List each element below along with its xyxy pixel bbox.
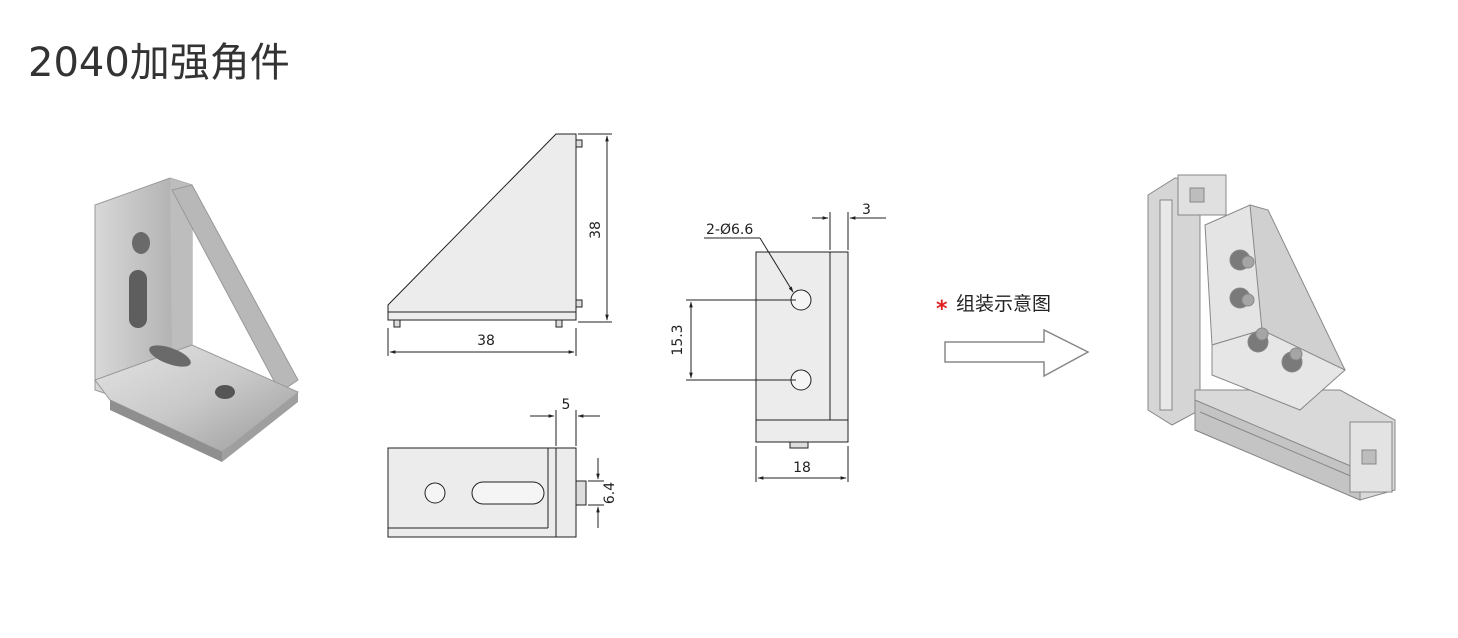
dim-thickness: 3 <box>862 202 871 218</box>
dim-bottom-height: 6.4 <box>602 482 618 504</box>
page-title: 2040加强角件 <box>28 40 290 86</box>
bottom-dimensions <box>530 410 604 528</box>
dim-hole-spacing: 15.3 <box>670 324 686 355</box>
assembly-illustration <box>1147 174 1396 501</box>
bracket-3d-image <box>94 177 299 462</box>
assembly-label: 组装示意图 <box>956 293 1051 315</box>
side-dimensions <box>387 133 612 356</box>
front-view-drawing <box>755 251 849 449</box>
dim-bottom-offset: 5 <box>562 397 571 413</box>
bottom-view-drawing <box>387 447 587 538</box>
dim-front-width: 18 <box>793 460 811 476</box>
dim-hole-spec: 2-Ø6.6 <box>706 222 753 238</box>
front-dimensions <box>686 212 886 482</box>
assembly-arrow <box>944 328 1090 378</box>
dim-side-height: 38 <box>588 221 604 239</box>
dim-side-width: 38 <box>477 333 495 349</box>
side-view-drawing <box>387 133 583 328</box>
assembly-marker: * <box>936 297 948 322</box>
